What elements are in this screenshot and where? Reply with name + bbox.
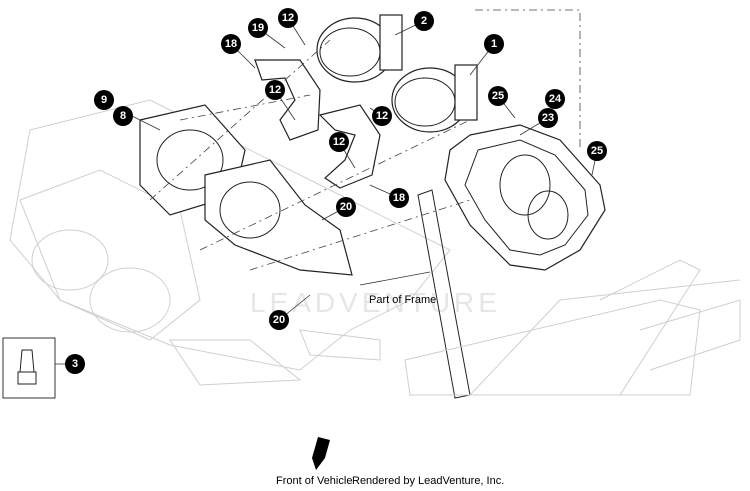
svg-text:25: 25 (492, 90, 504, 102)
callout-25-left: 25 (488, 86, 508, 106)
callout-20-lower: 20 (269, 310, 289, 330)
svg-text:23: 23 (542, 112, 554, 124)
watermark-text: LEADVENTURE (250, 287, 501, 318)
callout-2: 2 (414, 11, 434, 31)
svg-text:25: 25 (591, 145, 603, 157)
callout-12-mid-left: 12 (265, 80, 285, 100)
callout-12-lower: 12 (329, 132, 349, 152)
front-arrow-icon (312, 437, 330, 470)
svg-text:18: 18 (225, 38, 237, 50)
svg-text:8: 8 (120, 110, 126, 122)
svg-text:12: 12 (282, 12, 294, 24)
frame-label: Part of Frame (369, 294, 436, 306)
alignment-lines (149, 9, 581, 271)
front-of-vehicle-label: Front of Vehicle (276, 475, 352, 487)
callout-12-mid-right: 12 (372, 106, 392, 126)
svg-text:1: 1 (491, 38, 497, 50)
mounting-ring-lower (318, 104, 381, 189)
callout-3: 3 (65, 354, 85, 374)
callout-20-upper: 20 (336, 197, 356, 217)
frame-ghost (404, 189, 741, 399)
svg-text:2: 2 (421, 15, 427, 27)
callout-23: 23 (538, 108, 558, 128)
svg-text:12: 12 (333, 136, 345, 148)
svg-text:12: 12 (376, 110, 388, 122)
svg-text:19: 19 (252, 22, 264, 34)
mounting-ring-upper (254, 59, 321, 141)
svg-text:24: 24 (549, 93, 562, 105)
render-credit: Rendered by LeadVenture, Inc. (352, 475, 504, 487)
callout-18-lower: 18 (389, 188, 409, 208)
svg-text:9: 9 (101, 94, 107, 106)
bracket-plate-right (204, 159, 353, 276)
svg-text:12: 12 (269, 84, 281, 96)
callout-25-right: 25 (587, 141, 607, 161)
headlight-assembly-1 (391, 64, 478, 133)
headlight-housing (444, 124, 606, 271)
callout-18-upper: 18 (221, 34, 241, 54)
callout-24: 24 (545, 89, 565, 109)
callout-12-top: 12 (278, 8, 298, 28)
svg-text:3: 3 (72, 358, 78, 370)
svg-text:20: 20 (273, 314, 285, 326)
callout-8: 8 (113, 106, 133, 126)
callout-1: 1 (484, 34, 504, 54)
svg-text:18: 18 (393, 192, 405, 204)
callout-9: 9 (94, 90, 114, 110)
headlight-assembly-2 (316, 14, 403, 83)
callout-19: 19 (248, 18, 268, 38)
bulb-inset (2, 337, 56, 399)
svg-text:20: 20 (340, 201, 352, 213)
